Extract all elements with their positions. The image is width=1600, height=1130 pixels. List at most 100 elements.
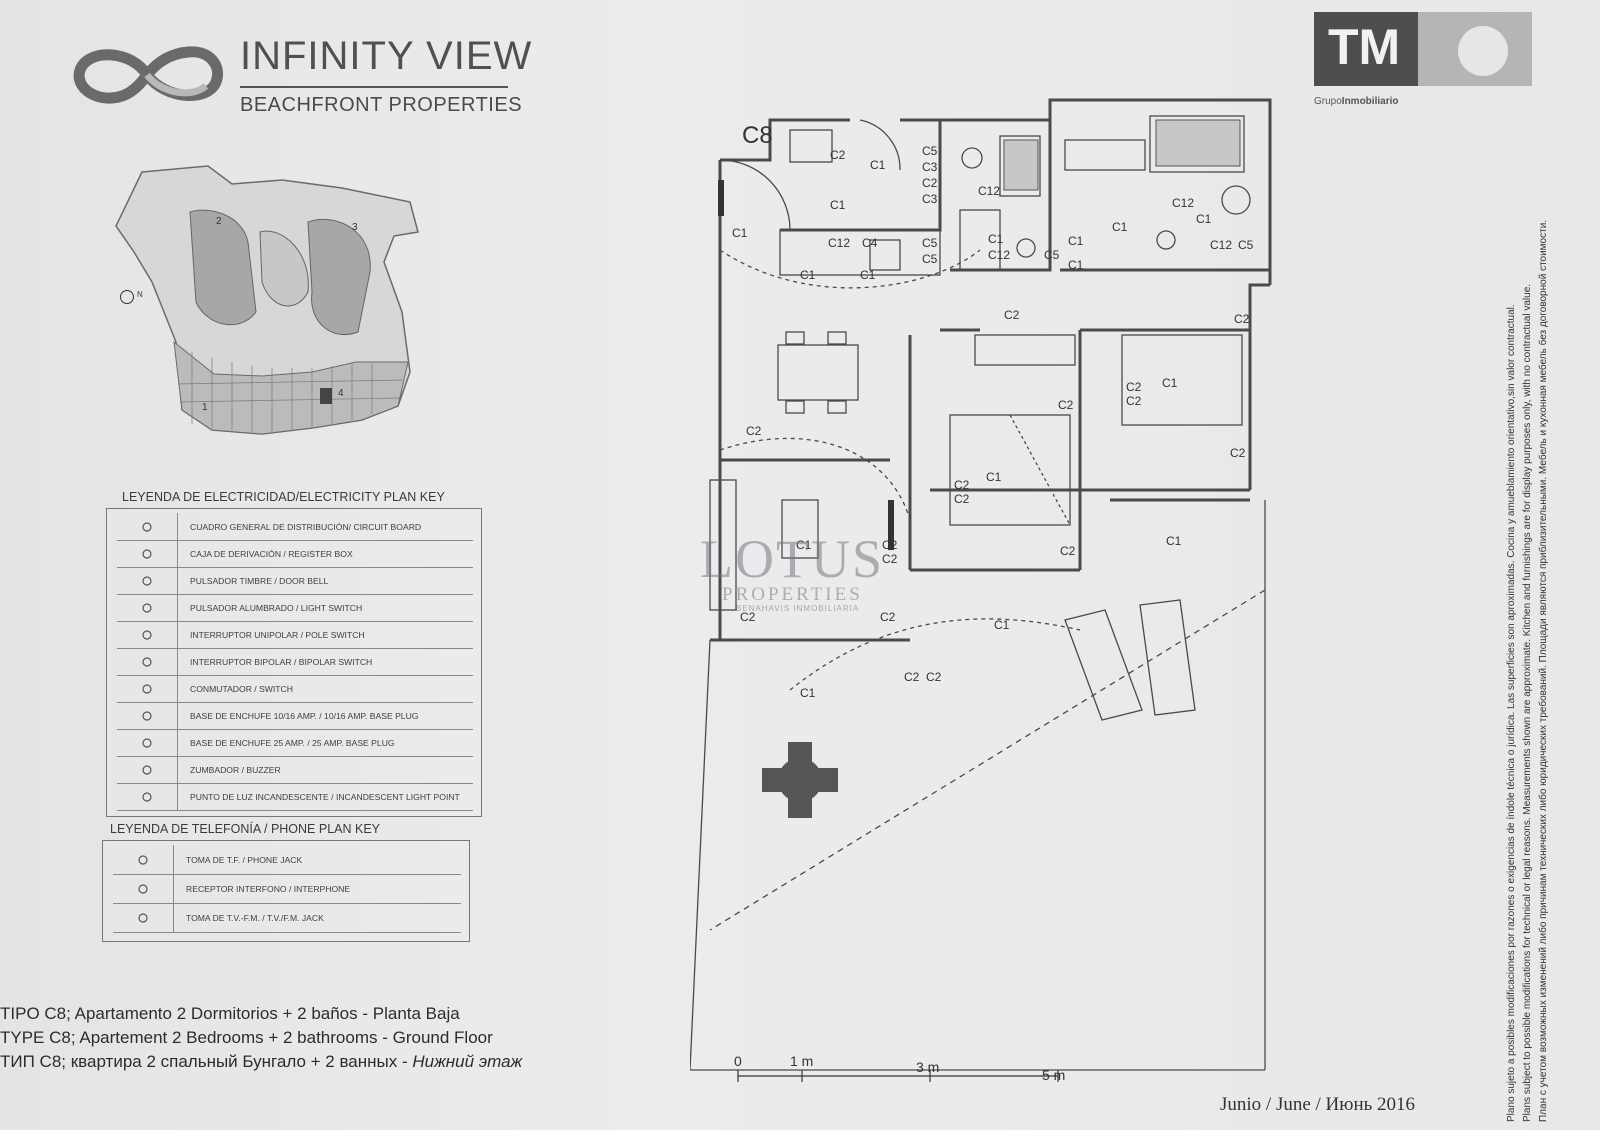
scale-label: 0 <box>734 1053 742 1069</box>
circuit-label: C1 <box>1068 234 1084 248</box>
legend-row: PULSADOR ALUMBRADO / LIGHT SWITCH <box>117 594 473 622</box>
circuit-label: C5 <box>922 252 938 266</box>
logo-circle-icon <box>1458 26 1508 76</box>
electricity-key-heading: LEYENDA DE ELECTRICIDAD/ELECTRICITY PLAN… <box>122 490 445 504</box>
base-plug-icon <box>117 702 178 729</box>
apartment-floor-plan: 0 1 m 3 m 5 m <box>690 98 1272 1083</box>
legend-label: CAJA DE DERIVACIÓN / REGISTER BOX <box>190 548 353 559</box>
disclaimer-es: Plano sujeto a posibles modificaciones p… <box>1506 304 1517 1122</box>
circuit-label: C12 <box>828 236 851 250</box>
phone-key-table: TOMA DE T.F. / PHONE JACK RECEPTOR INTERF… <box>102 840 470 942</box>
legend-label: CUADRO GENERAL DE DISTRIBUCIÓN/ CIRCUIT … <box>190 521 422 532</box>
light-switch-icon <box>117 594 178 621</box>
legend-row: PUNTO DE LUZ INCANDESCENTE / INCANDESCEN… <box>117 783 473 811</box>
legend-row: TOMA DE T.F. / PHONE JACK <box>113 845 461 875</box>
scale-label: 5 m <box>1042 1067 1065 1083</box>
circuit-label: C2 <box>1058 398 1074 412</box>
circuit-label: C3 <box>922 160 938 174</box>
scale-label: 1 m <box>790 1053 813 1069</box>
tv-fm-jack-icon <box>113 903 174 932</box>
legend-label: TOMA DE T.V.-F.M. / T.V./F.M. JACK <box>186 912 324 923</box>
buzzer-icon <box>117 756 178 783</box>
legend-label: TOMA DE T.F. / PHONE JACK <box>186 854 303 865</box>
circuit-label: C2 <box>1230 446 1246 460</box>
legend-label: PULSADOR TIMBRE / DOOR BELL <box>190 575 329 586</box>
scale-label: 3 m <box>916 1059 939 1075</box>
circuit-label: C1 <box>870 158 886 172</box>
circuit-label: C3 <box>922 192 938 206</box>
plan-date: Junio / June / Июнь 2016 <box>1220 1094 1416 1115</box>
register-box-icon <box>117 540 178 567</box>
phone-key-heading: LEYENDA DE TELEFONÍA / PHONE PLAN KEY <box>110 822 381 836</box>
switch-icon <box>117 675 178 702</box>
legend-row: RECEPTOR INTERFONO / INTERPHONE <box>113 874 461 904</box>
circuit-label: C5 <box>922 236 938 250</box>
circuit-label: C1 <box>830 198 846 212</box>
company-logo-text: TM <box>1328 19 1401 75</box>
circuit-label: C2 <box>1004 308 1020 322</box>
circuit-label: C2 <box>830 148 846 162</box>
pole-switch-icon <box>117 621 178 648</box>
legend-label: PUNTO DE LUZ INCANDESCENTE / INCANDESCEN… <box>190 791 460 802</box>
circuit-label: C12 <box>978 184 1001 198</box>
disclaimer-en: Plans subject to possible modifications … <box>1522 283 1533 1122</box>
phone-jack-icon <box>113 845 174 874</box>
circuit-label: C2 <box>1234 312 1250 326</box>
circuit-label: C5 <box>922 144 938 158</box>
circuit-label: C12 <box>1210 238 1233 252</box>
legend-row: BASE DE ENCHUFE 10/16 AMP. / 10/16 AMP. … <box>117 702 473 730</box>
circuit-label: C1 <box>1166 534 1182 548</box>
watermark-subtitle: PROPERTIES <box>722 584 863 605</box>
site-block-number: 4 <box>338 388 344 399</box>
legend-row: PULSADOR TIMBRE / DOOR BELL <box>117 567 473 595</box>
circuit-label: C1 <box>800 686 816 700</box>
site-plan: 2 3 1 4 <box>115 165 419 435</box>
legend-row: CONMUTADOR / SWITCH <box>117 675 473 703</box>
circuit-label: C2 <box>922 176 938 190</box>
brand-subtitle: BEACHFRONT PROPERTIES <box>240 94 523 116</box>
legend-row: TOMA DE T.V.-F.M. / T.V./F.M. JACK <box>113 903 461 933</box>
company-logo: TM <box>1314 12 1532 86</box>
legend-row: ZUMBADOR / BUZZER <box>117 756 473 784</box>
legend-row: CAJA DE DERIVACIÓN / REGISTER BOX <box>117 540 473 568</box>
circuit-label: C1 <box>988 232 1004 246</box>
watermark-title: LOTUS <box>700 529 884 589</box>
circuit-label: C12 <box>988 248 1011 262</box>
circuit-label: C1 <box>860 268 876 282</box>
type-description-en: TYPE C8; Apartement 2 Bedrooms + 2 bathr… <box>0 1028 493 1047</box>
type-description-es: TIPO C8; Apartamento 2 Dormitorios + 2 b… <box>0 1004 460 1023</box>
circuit-label: C2 <box>746 424 762 438</box>
site-block-number: 3 <box>352 222 358 233</box>
circuit-label: C2 <box>882 538 898 552</box>
circuit-label: C2 <box>1126 380 1142 394</box>
electricity-key-table: CUADRO GENERAL DE DISTRIBUCIÓN/ CIRCUIT … <box>106 508 482 817</box>
site-block-number: 1 <box>202 402 208 413</box>
circuit-label: C1 <box>796 538 812 552</box>
legend-label: INTERRUPTOR UNIPOLAR / POLE SWITCH <box>190 629 365 640</box>
brand-divider <box>240 86 508 88</box>
legend-row: CUADRO GENERAL DE DISTRIBUCIÓN/ CIRCUIT … <box>117 513 473 541</box>
brand-title: INFINITY VIEW <box>240 34 533 78</box>
circuit-label: C2 <box>1126 394 1142 408</box>
legend-row: INTERRUPTOR BIPOLAR / BIPOLAR SWITCH <box>117 648 473 676</box>
circuit-label: C1 <box>986 470 1002 484</box>
interphone-icon <box>113 874 174 903</box>
legend-label: BASE DE ENCHUFE 10/16 AMP. / 10/16 AMP. … <box>190 710 419 721</box>
door-bell-icon <box>117 567 178 594</box>
bipolar-switch-icon <box>117 648 178 675</box>
legend-label: INTERRUPTOR BIPOLAR / BIPOLAR SWITCH <box>190 656 373 667</box>
circuit-label: C2 <box>904 670 920 684</box>
company-tagline: GrupoInmobiliario <box>1314 96 1399 107</box>
circuit-label: C1 <box>800 268 816 282</box>
circuit-board-icon <box>117 513 178 540</box>
legend-label: PULSADOR ALUMBRADO / LIGHT SWITCH <box>190 602 363 613</box>
circuit-label: C1 <box>1112 220 1128 234</box>
circuit-label: C2 <box>880 610 896 624</box>
circuit-label: C1 <box>1162 376 1178 390</box>
unit-label: C8 <box>742 122 773 149</box>
circuit-label: C2 <box>740 610 756 624</box>
legend-label: CONMUTADOR / SWITCH <box>190 683 293 694</box>
legend-label: BASE DE ENCHUFE 25 AMP. / 25 AMP. BASE P… <box>190 737 395 748</box>
circuit-label: C5 <box>1044 248 1060 262</box>
circuit-label: C2 <box>882 552 898 566</box>
